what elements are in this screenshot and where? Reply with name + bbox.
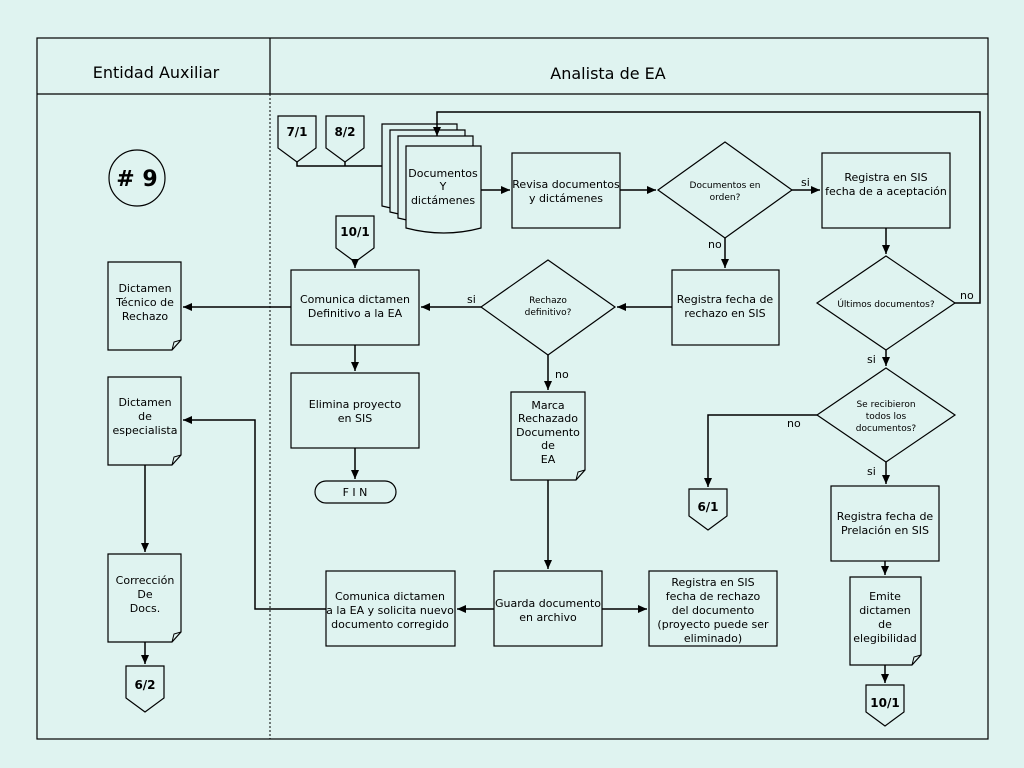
comunica-nuevo-line2: a la EA y solicita nuevo: [326, 604, 454, 617]
guarda-line2: en archivo: [519, 611, 577, 624]
lane-title-entidad: Entidad Auxiliar: [93, 63, 220, 82]
eliminado-line1: Registra en SIS: [671, 576, 754, 589]
elegibilidad-line1: Emite: [869, 590, 901, 603]
eliminado-line4: (proyecto puede ser: [657, 618, 769, 631]
connector-7-1: [277, 115, 317, 163]
label-ultimos-no: no: [960, 289, 974, 302]
aceptacion-line2: fecha de a aceptación: [825, 185, 947, 198]
revisa-line2: y dictámenes: [529, 192, 603, 205]
comunica-def-line1: Comunica dictamen: [300, 293, 410, 306]
rechazo-def-line1: Rechazo: [529, 296, 567, 306]
especialista-line2: de: [138, 410, 152, 423]
marca-line4: de: [541, 439, 555, 452]
orden-line1: Documentos en: [690, 181, 761, 191]
docs-line3: dictámenes: [411, 194, 475, 207]
elegibilidad-line2: dictamen: [859, 604, 911, 617]
page-marker: # 9: [116, 167, 157, 192]
label-rechazo-no: no: [555, 368, 569, 381]
connector-10-1-top-label: 10/1: [340, 225, 369, 239]
connector-8-2-label: 8/2: [334, 125, 355, 139]
docs-line2: Y: [439, 180, 447, 193]
connector-10-1-bottom-label: 10/1: [870, 696, 899, 710]
process-revisa: [511, 152, 621, 229]
eliminado-line2: fecha de rechazo: [666, 590, 761, 603]
label-ultimos-si: si: [867, 353, 876, 366]
recibieron-line2: todos los: [866, 412, 907, 422]
orden-line2: orden?: [710, 193, 741, 203]
arrow-ultimos-no-loop: [433, 111, 981, 304]
label-orden-no: no: [708, 238, 722, 251]
marca-line2: Rechazado: [518, 412, 578, 425]
label-recibieron-no: no: [787, 417, 801, 430]
correccion-line1: Corrección: [116, 574, 175, 587]
document-correccion: [107, 553, 182, 643]
docs-line1: Documentos: [408, 167, 478, 180]
eliminado-line3: del documento: [672, 604, 755, 617]
connector-6-1: [688, 488, 728, 531]
elegibilidad-line3: de: [878, 618, 892, 631]
correccion-line2: De: [137, 588, 152, 601]
prelacion-line1: Registra fecha de: [837, 510, 934, 523]
process-guarda: [493, 570, 603, 647]
label-recibieron-si: si: [867, 465, 876, 478]
rechazo-line2: rechazo en SIS: [684, 307, 765, 320]
rechazo-def-line2: definitivo?: [525, 308, 572, 318]
page-marker-circle: [108, 149, 166, 207]
connector-6-2-label: 6/2: [134, 678, 155, 692]
correccion-line3: Docs.: [130, 602, 160, 615]
arrow-comunica-to-especialista: [183, 416, 326, 610]
revisa-line1: Revisa documentos: [512, 178, 620, 191]
document-dictamen-elegibilidad: [849, 576, 922, 666]
documents-stack: Documentos Y dictámenes: [381, 123, 482, 234]
aceptacion-line1: Registra en SIS: [844, 171, 927, 184]
outer-frame: [36, 37, 989, 740]
process-registra-rechazo: [671, 269, 780, 346]
especialista-line1: Dictamen: [118, 396, 171, 409]
connector-8-2: [325, 115, 365, 163]
marca-line3: Documento: [516, 426, 580, 439]
prelacion-line2: Prelación en SIS: [841, 524, 929, 537]
process-prelacion: [830, 485, 940, 562]
connector-6-2: [125, 665, 165, 713]
line-71-to-docs: [296, 162, 392, 167]
recibieron-line1: Se recibieron: [856, 400, 915, 410]
lane-title-analista: Analista de EA: [550, 64, 665, 83]
connector-10-1-bottom: [865, 684, 905, 727]
elimina-line1: Elimina proyecto: [309, 398, 402, 411]
dictamen-rechazo-line3: Rechazo: [122, 310, 168, 323]
comunica-def-line2: Definitivo a la EA: [308, 307, 403, 320]
elimina-line2: en SIS: [338, 412, 372, 425]
especialista-line3: especialista: [113, 424, 178, 437]
process-registra-eliminado: [648, 570, 778, 647]
guarda-line1: Guarda documento: [495, 597, 601, 610]
marca-line1: Marca: [531, 399, 564, 412]
document-dictamen-especialista: [107, 376, 182, 466]
label-rechazo-si: si: [467, 293, 476, 306]
comunica-nuevo-line1: Comunica dictamen: [335, 590, 445, 603]
connector-6-1-label: 6/1: [697, 500, 718, 514]
process-comunica-definitivo: [290, 269, 420, 346]
terminator-fin: [314, 480, 397, 504]
dictamen-rechazo-line1: Dictamen: [118, 282, 171, 295]
elegibilidad-line4: elegibilidad: [853, 632, 917, 645]
connector-10-1-top: [335, 215, 375, 263]
eliminado-line5: eliminado): [684, 632, 742, 645]
marca-line5: EA: [541, 453, 556, 466]
recibieron-line3: documentos?: [856, 424, 917, 434]
rechazo-line1: Registra fecha de: [677, 293, 774, 306]
fin-label: F I N: [343, 486, 368, 499]
ultimos-line1: Últimos documentos?: [837, 298, 935, 310]
comunica-nuevo-line3: documento corregido: [331, 618, 449, 631]
dictamen-rechazo-line2: Técnico de: [115, 296, 174, 309]
label-orden-si: si: [801, 176, 810, 189]
arrow-recibieron-no: [704, 414, 817, 487]
process-elimina: [290, 372, 420, 449]
document-marca-rechazado: [510, 391, 586, 481]
document-dictamen-rechazo: [107, 261, 182, 351]
connector-7-1-label: 7/1: [286, 125, 307, 139]
